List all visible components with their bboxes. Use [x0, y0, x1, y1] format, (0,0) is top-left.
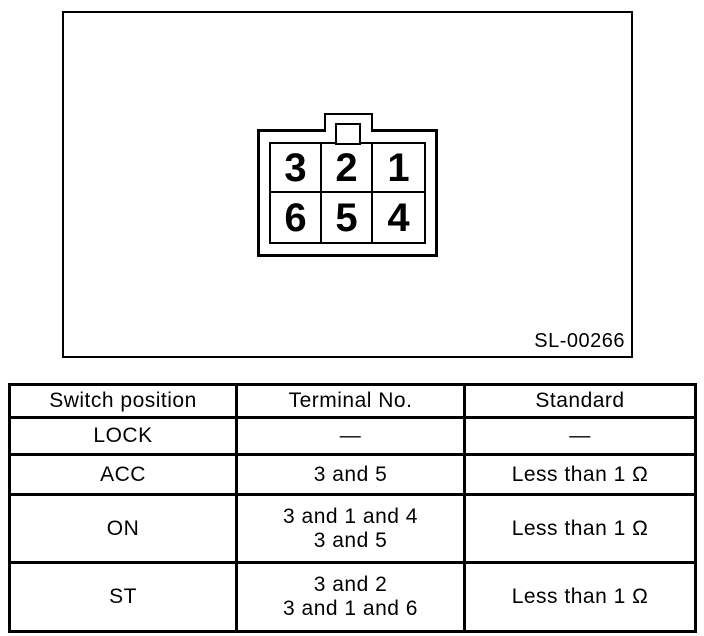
terminal-line: 3 and 1 and 4 — [283, 504, 418, 528]
terminal-no-value: 3 and 5 — [235, 453, 466, 496]
standard-value: Less than 1 Ω — [463, 493, 697, 564]
table-row-st: ST 3 and 2 3 and 1 and 6 Less than 1 Ω — [8, 561, 697, 633]
connector-latch-inner-icon — [335, 123, 361, 145]
figure-code-label: SL-00266 — [534, 330, 625, 352]
terminal-line: 3 and 5 — [313, 528, 388, 552]
header-terminal-no: Terminal No. — [235, 383, 466, 419]
spec-table: Switch position Terminal No. Standard LO… — [8, 383, 697, 633]
terminal-cell-6: 6 — [271, 193, 322, 242]
figure-panel: 3 2 1 6 5 4 SL-00266 — [62, 11, 633, 358]
terminal-no-value: 3 and 2 3 and 1 and 6 — [235, 561, 466, 633]
terminal-cell-5: 5 — [322, 193, 373, 242]
table-row-on: ON 3 and 1 and 4 3 and 5 Less than 1 Ω — [8, 493, 697, 564]
standard-value: — — [463, 416, 697, 456]
standard-value: Less than 1 Ω — [463, 561, 697, 633]
standard-value: Less than 1 Ω — [463, 453, 697, 496]
terminal-no-value: — — [235, 416, 466, 456]
terminal-no-value: 3 and 1 and 4 3 and 5 — [235, 493, 466, 564]
switch-position-value: ACC — [8, 453, 238, 496]
switch-position-value: LOCK — [8, 416, 238, 456]
terminal-cell-3: 3 — [271, 144, 322, 193]
terminal-cell-2: 2 — [322, 144, 373, 193]
table-row-lock: LOCK — — — [8, 416, 697, 456]
terminal-line: 3 and 2 — [313, 573, 388, 596]
header-switch-position: Switch position — [8, 383, 238, 419]
terminal-grid: 3 2 1 6 5 4 — [269, 142, 426, 244]
switch-position-value: ST — [8, 561, 238, 633]
switch-position-value: ON — [8, 493, 238, 564]
table-header-row: Switch position Terminal No. Standard — [8, 383, 697, 419]
table-row-acc: ACC 3 and 5 Less than 1 Ω — [8, 453, 697, 496]
terminal-cell-4: 4 — [387, 195, 410, 240]
terminal-line: 3 and 1 and 6 — [283, 597, 418, 620]
terminal-cell-1: 1 — [373, 144, 424, 193]
header-standard: Standard — [463, 383, 697, 419]
connector-diagram: 3 2 1 6 5 4 — [257, 129, 438, 257]
